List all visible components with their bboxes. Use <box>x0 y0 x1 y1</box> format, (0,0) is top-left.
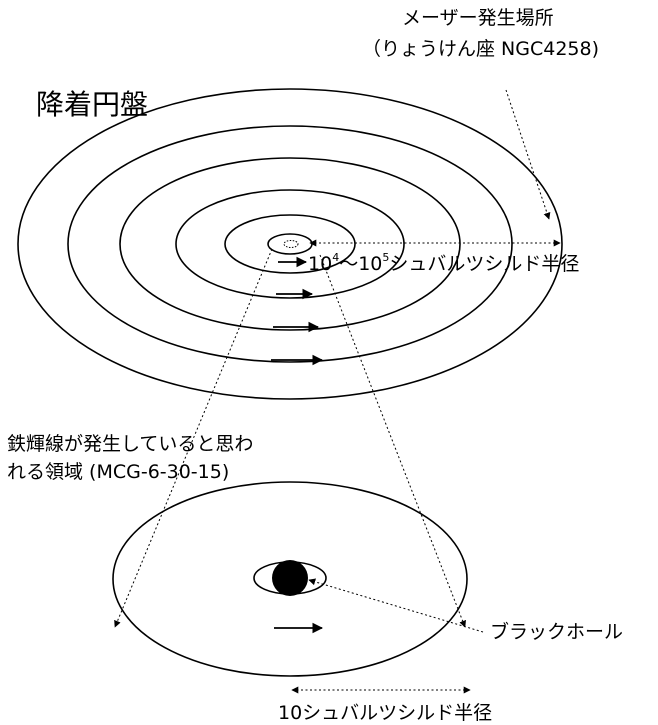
diagram-title: 降着円盤 <box>36 88 149 121</box>
iron-region-label-line2: れる領域 (MCG-6-30-15) <box>7 461 230 483</box>
maser-pointer <box>505 89 551 220</box>
maser-label-line2: （りょうけん座 NGC4258) <box>362 38 600 60</box>
outer-scale-base-lo: 10 <box>308 253 333 275</box>
outer-scale-exp-hi: 5 <box>382 250 390 264</box>
disk-ring-6 <box>267 233 313 255</box>
outer-scale-label: 104〜105シュバルツシルド半径 <box>308 252 580 275</box>
inner-scale-label: 10シュバルツシルド半径 <box>278 702 493 724</box>
black-hole-pointer <box>308 578 484 633</box>
maser-label-line1: メーザー発生場所 <box>402 7 554 29</box>
outer-scale-exp-lo: 4 <box>332 250 340 264</box>
outer-scale-sep: 〜 <box>339 253 359 275</box>
outer-scale-suffix: シュバルツシルド半径 <box>389 253 580 275</box>
zoom-line-left <box>114 248 273 628</box>
black-hole <box>272 560 308 596</box>
inner-region-outer-ellipse <box>112 481 468 677</box>
outer-scale-base-hi: 10 <box>358 253 383 275</box>
disk-ring-3 <box>119 157 461 331</box>
zoom-line-right <box>319 254 466 628</box>
black-hole-label: ブラックホール <box>490 621 624 643</box>
disk-ring-1 <box>17 88 563 400</box>
iron-region-label-line1: 鉄輝線が発生していると思わ <box>7 433 254 455</box>
disk-center-dotted <box>283 240 299 248</box>
disk-ring-4 <box>175 189 405 299</box>
